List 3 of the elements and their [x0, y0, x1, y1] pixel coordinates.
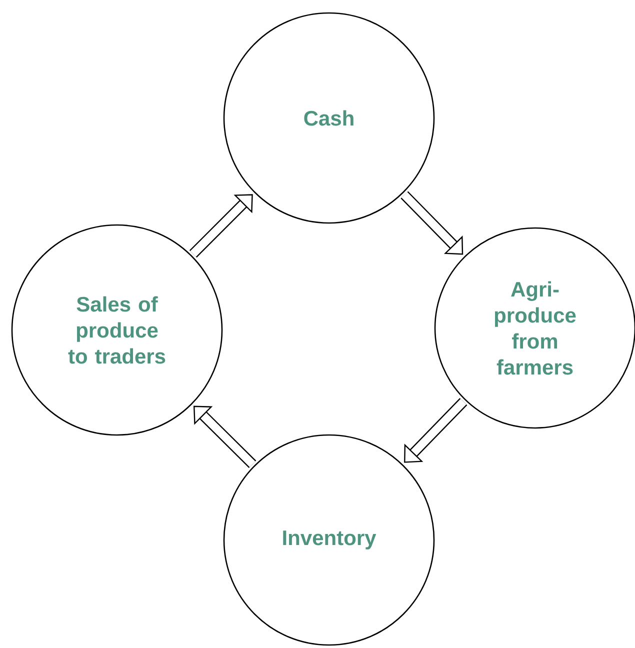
- block-arrow: [404, 398, 468, 463]
- block-arrow: [189, 194, 253, 258]
- block-arrow: [400, 191, 464, 255]
